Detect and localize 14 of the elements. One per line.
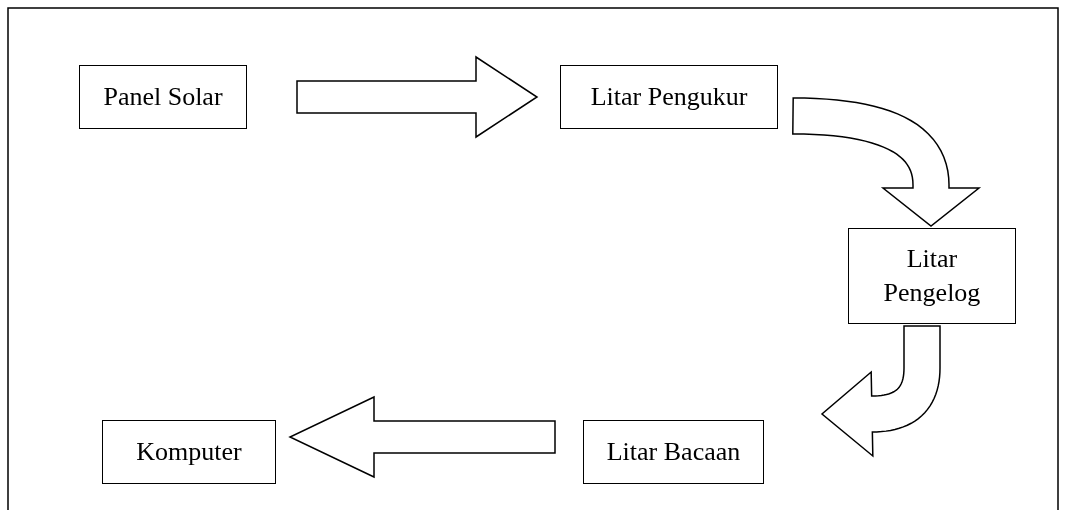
box-label: Panel Solar	[103, 81, 223, 114]
block-arrow	[820, 325, 941, 458]
block-arrow	[792, 97, 982, 227]
block-arrow	[296, 55, 539, 139]
box-label: Litar Pengelog	[882, 243, 982, 309]
process-box	[583, 420, 764, 484]
process-box	[560, 65, 778, 129]
box-label: Litar Pengukur	[590, 81, 748, 114]
process-box	[848, 228, 1016, 324]
box-label: Komputer	[136, 436, 242, 469]
process-box	[79, 65, 247, 129]
block-arrow	[288, 395, 556, 479]
process-box	[102, 420, 276, 484]
box-label: Litar Bacaan	[606, 436, 741, 469]
